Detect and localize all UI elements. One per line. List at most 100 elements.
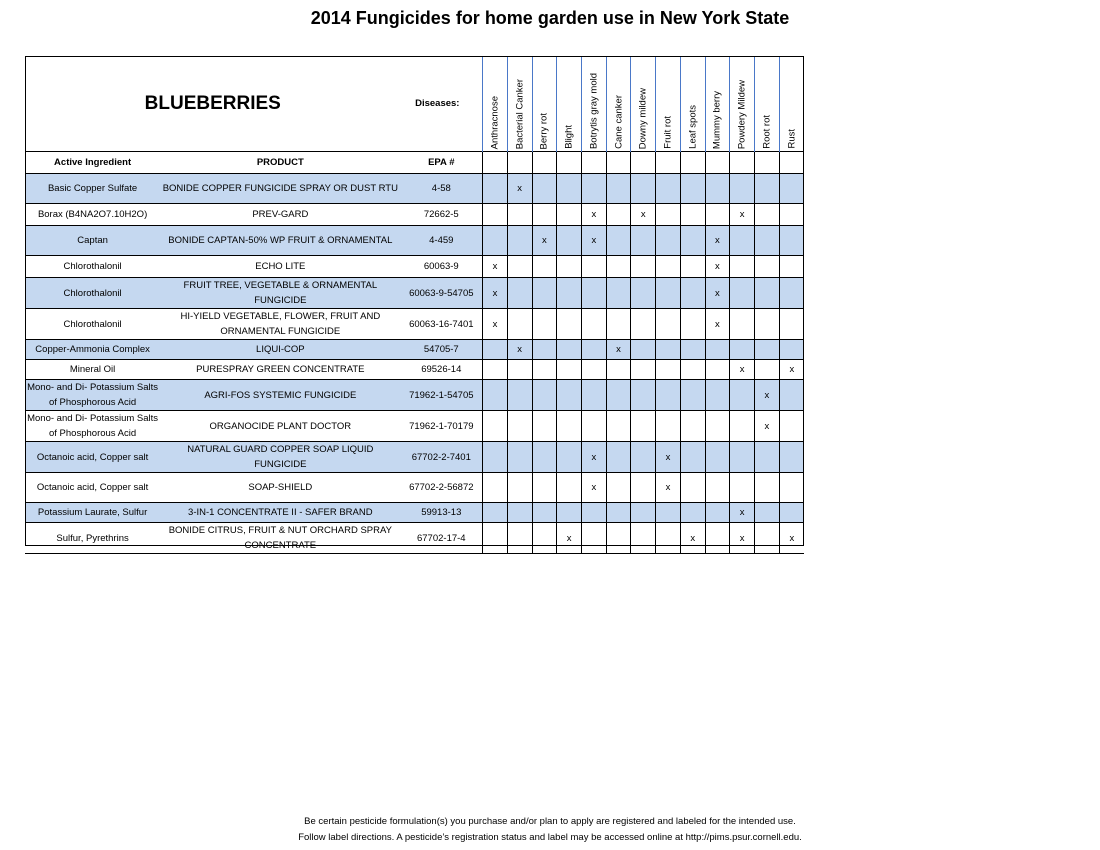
empty-cell [531, 472, 557, 503]
disease-header-3: Blight [556, 56, 582, 152]
empty-cell [482, 203, 508, 226]
empty-cell [531, 277, 557, 309]
empty-cell [754, 308, 780, 340]
empty-cell [605, 441, 631, 473]
empty-cell [482, 225, 508, 256]
mark-cell: x [729, 522, 755, 554]
mark-cell: x [655, 472, 681, 503]
disease-header-spacer [482, 151, 508, 174]
empty-cell [679, 255, 706, 278]
disease-header-spacer [556, 151, 582, 174]
product-cell: PREV-GARD [160, 203, 401, 226]
disease-header-0: Anthracnose [482, 56, 508, 152]
empty-cell [655, 502, 681, 523]
empty-cell [580, 308, 607, 340]
mark-cell: x [630, 203, 656, 226]
empty-cell [605, 522, 631, 554]
mark-cell: x [482, 255, 508, 278]
disease-header-1: Bacterial Canker [506, 56, 533, 152]
ingredient-cell: Copper-Ammonia Complex [25, 339, 161, 360]
empty-cell [482, 173, 508, 204]
empty-cell [630, 225, 656, 256]
empty-cell [729, 308, 755, 340]
disease-header-spacer [580, 151, 607, 174]
empty-cell [556, 339, 582, 360]
ingredient-cell: Chlorothalonil [25, 255, 161, 278]
empty-cell [506, 441, 533, 473]
empty-cell [655, 225, 681, 256]
empty-cell [778, 308, 804, 340]
empty-cell [531, 379, 557, 411]
empty-cell [482, 522, 508, 554]
disease-header-spacer [704, 151, 730, 174]
empty-cell [778, 472, 804, 503]
empty-cell [729, 379, 755, 411]
epa-cell: 60063-9 [400, 255, 483, 278]
empty-cell [729, 339, 755, 360]
epa-cell: 71962-1-54705 [400, 379, 483, 411]
empty-cell [630, 277, 656, 309]
product-header: PRODUCT [160, 151, 401, 174]
empty-cell [778, 339, 804, 360]
empty-cell [531, 522, 557, 554]
empty-cell [482, 472, 508, 503]
empty-cell [482, 441, 508, 473]
empty-cell [778, 277, 804, 309]
epa-cell: 4-459 [400, 225, 483, 256]
epa-cell: 67702-2-56872 [400, 472, 483, 503]
empty-cell [556, 308, 582, 340]
empty-cell [778, 173, 804, 204]
empty-cell [506, 522, 533, 554]
mark-cell: x [704, 255, 730, 278]
empty-cell [580, 522, 607, 554]
empty-cell [531, 173, 557, 204]
empty-cell [506, 472, 533, 503]
epa-cell: 67702-2-7401 [400, 441, 483, 473]
empty-cell [729, 472, 755, 503]
product-cell: AGRI-FOS SYSTEMIC FUNGICIDE [160, 379, 401, 411]
ingredient-cell: Octanoic acid, Copper salt [25, 441, 161, 473]
epa-cell: 71962-1-70179 [400, 410, 483, 442]
empty-cell [679, 308, 706, 340]
empty-cell [754, 225, 780, 256]
disease-header-10: Powdery Mildew [729, 56, 755, 152]
empty-cell [679, 225, 706, 256]
mark-cell: x [704, 225, 730, 256]
empty-cell [556, 359, 582, 380]
empty-cell [679, 173, 706, 204]
empty-cell [531, 441, 557, 473]
epa-cell: 67702-17-4 [400, 522, 483, 554]
epa-cell: 59913-13 [400, 502, 483, 523]
empty-cell [778, 379, 804, 411]
empty-cell [605, 502, 631, 523]
empty-cell [729, 410, 755, 442]
empty-cell [531, 203, 557, 226]
epa-cell: 54705-7 [400, 339, 483, 360]
empty-cell [531, 502, 557, 523]
epa-cell: 69526-14 [400, 359, 483, 380]
empty-cell [679, 339, 706, 360]
document-title: 2014 Fungicides for home garden use in N… [310, 8, 790, 28]
empty-cell [482, 410, 508, 442]
product-cell: HI-YIELD VEGETABLE, FLOWER, FRUIT AND OR… [160, 308, 401, 340]
disease-header-spacer [630, 151, 656, 174]
ingredient-cell: Octanoic acid, Copper salt [25, 472, 161, 503]
mark-cell: x [482, 308, 508, 340]
ingredient-cell: Potassium Laurate, Sulfur [25, 502, 161, 523]
mark-cell: x [531, 225, 557, 256]
empty-cell [556, 203, 582, 226]
empty-cell [754, 441, 780, 473]
empty-cell [679, 203, 706, 226]
disease-header-spacer [679, 151, 706, 174]
mark-cell: x [729, 359, 755, 380]
empty-cell [754, 255, 780, 278]
product-cell: ORGANOCIDE PLANT DOCTOR [160, 410, 401, 442]
empty-cell [704, 203, 730, 226]
empty-cell [580, 255, 607, 278]
empty-cell [556, 502, 582, 523]
